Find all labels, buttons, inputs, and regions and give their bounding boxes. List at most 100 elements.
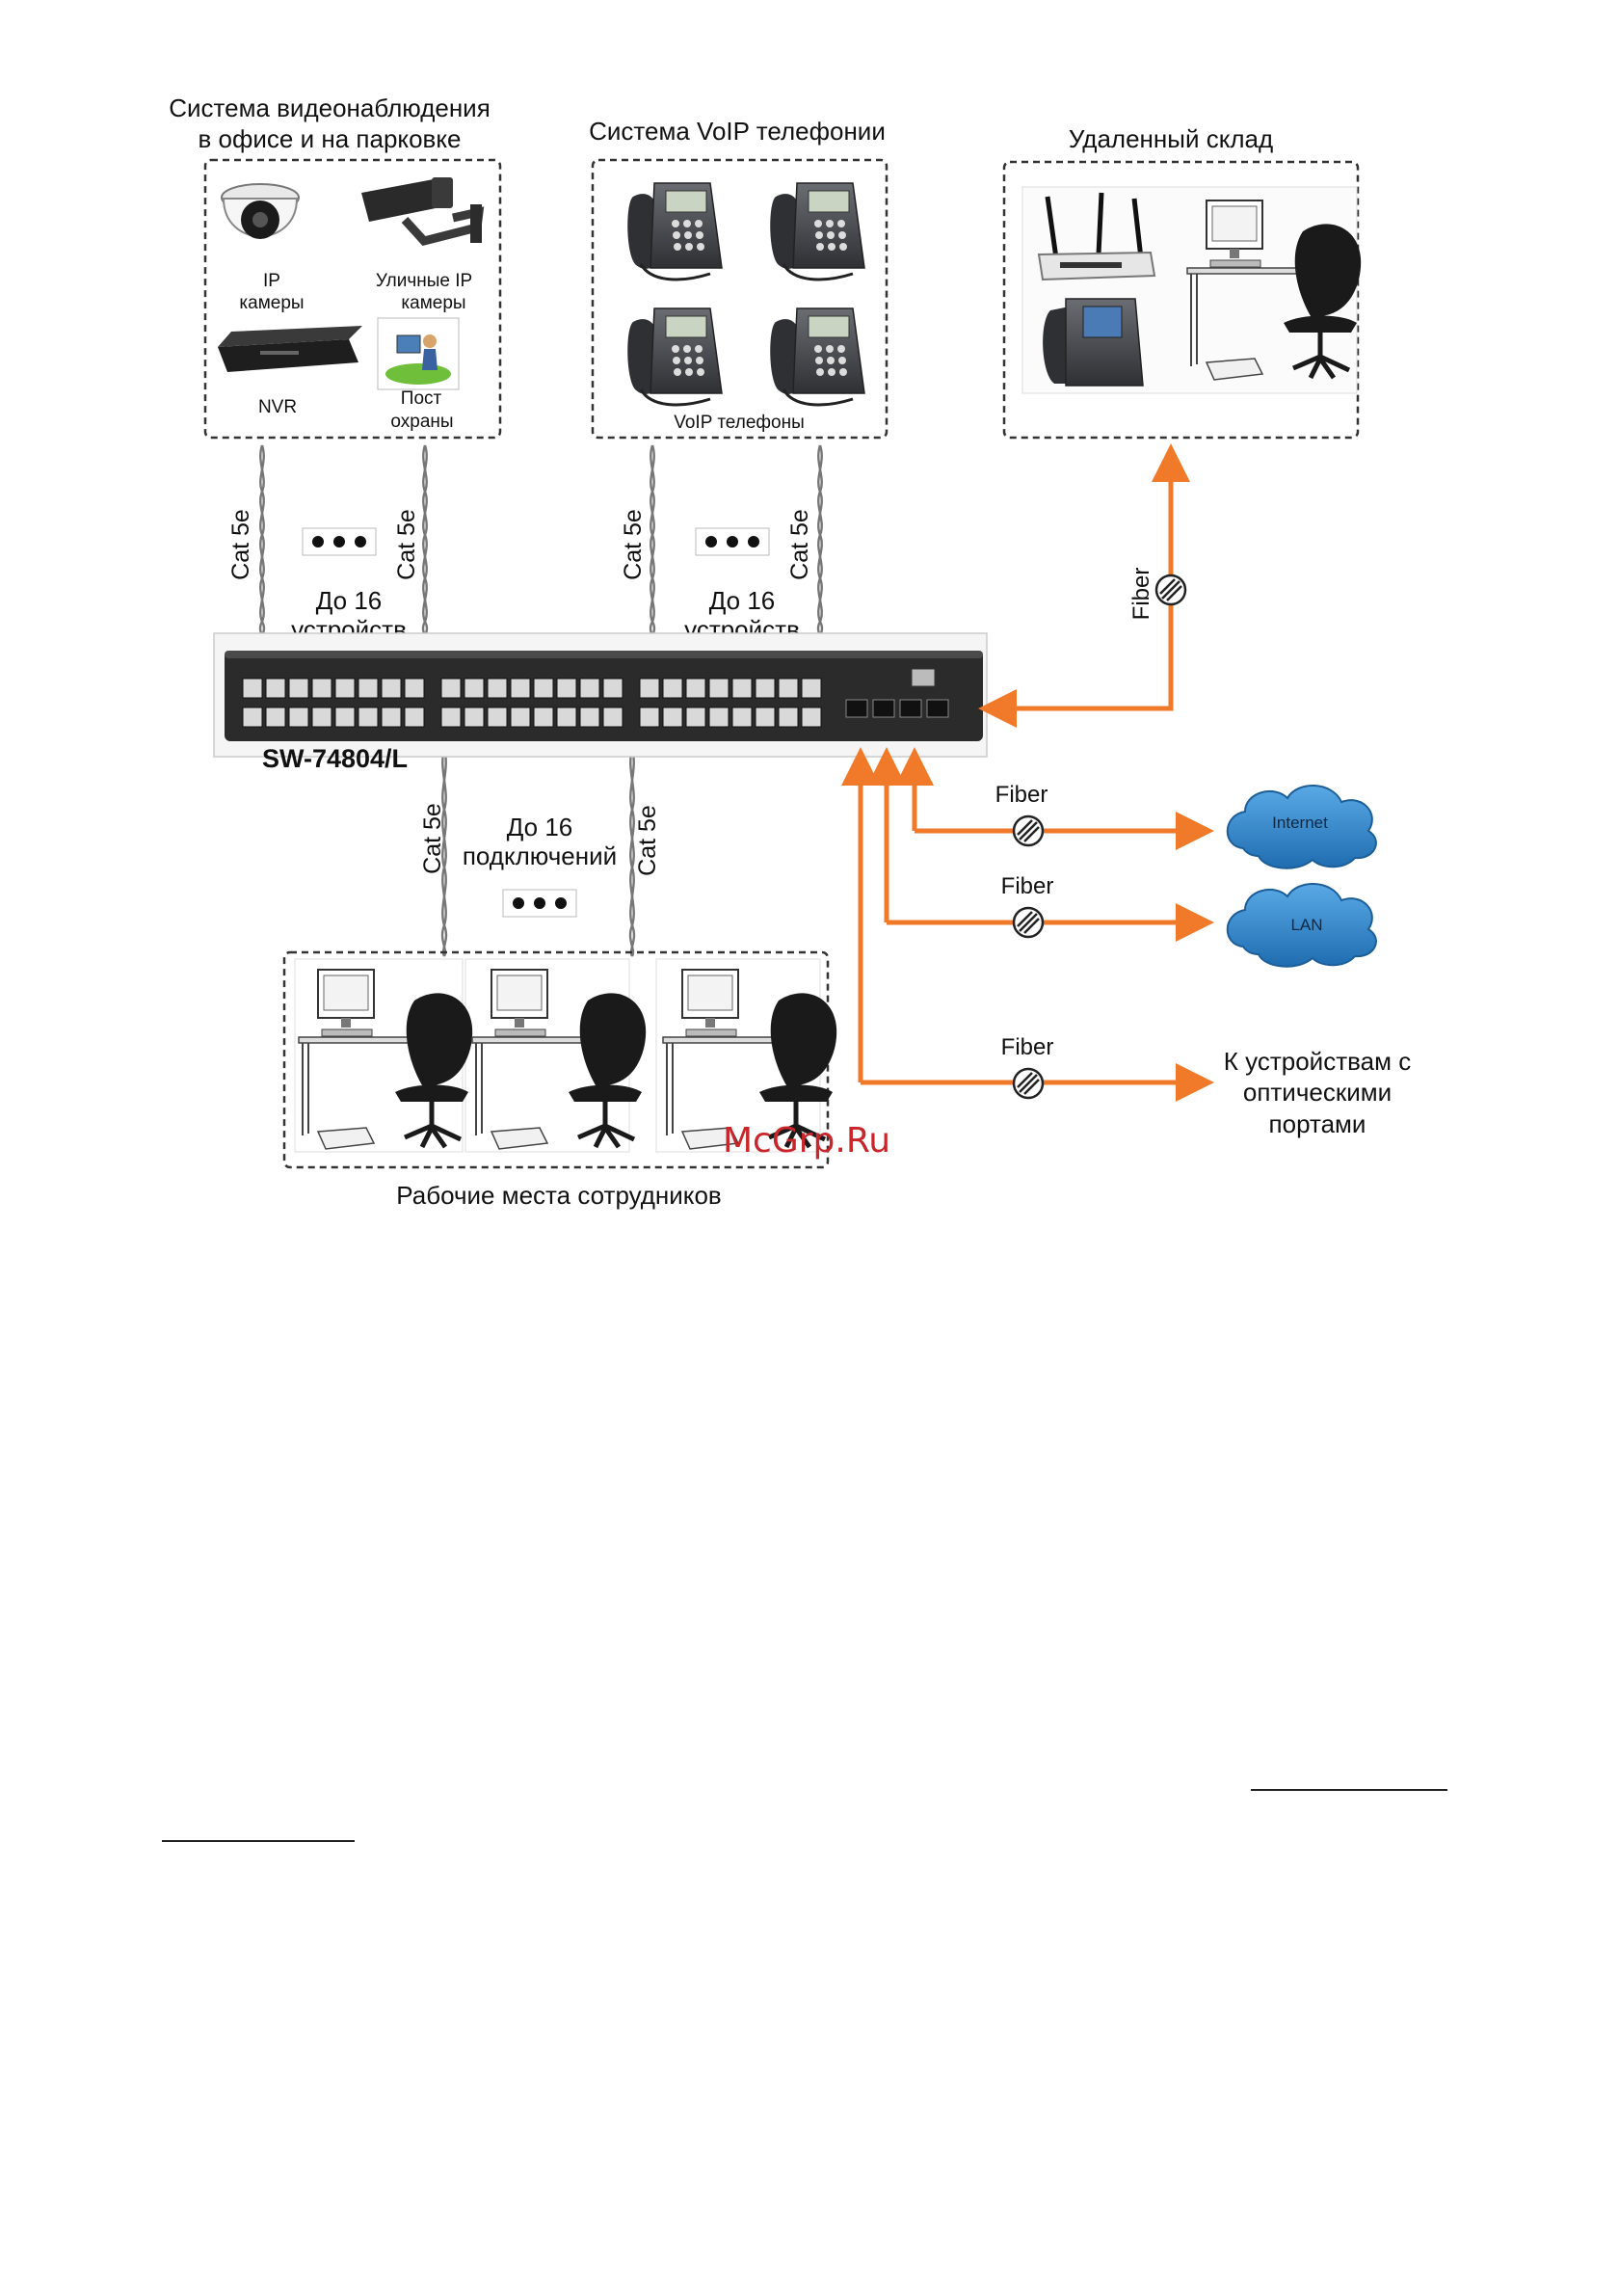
fiber-connector-icon [1012, 814, 1045, 847]
rj45-port [731, 678, 753, 699]
rj45-port [755, 678, 776, 699]
street-cameras-label-line2: камеры [401, 293, 465, 313]
watermark: McGrp.Ru [723, 1121, 890, 1161]
voip-phone-icon [768, 181, 866, 281]
warehouse-group: Удаленный склад [1002, 124, 1361, 440]
rj45-port [639, 707, 660, 728]
rj45-port [311, 707, 332, 728]
rj45-port [265, 678, 286, 699]
ip-phone-icon [1043, 298, 1144, 387]
lan-cloud-icon: LAN [1226, 883, 1377, 968]
guard-post-icon [377, 317, 460, 390]
optical-devices-line3: портами [1269, 1109, 1366, 1138]
video-group-frame [203, 158, 502, 440]
ellipsis-dots-icon [695, 527, 770, 556]
voip-group-title: Система VoIP телефонии [589, 117, 886, 146]
rj45-port [579, 707, 600, 728]
optical-devices-line1: К устройствам с [1224, 1047, 1411, 1076]
rj45-port [579, 678, 600, 699]
sfp-ports [845, 699, 949, 718]
rj45-port [533, 678, 554, 699]
rj45-port [778, 678, 799, 699]
rj45-port [381, 707, 402, 728]
up-to-16-label: До 16 [316, 586, 383, 615]
warehouse-group-title: Удаленный склад [1069, 124, 1273, 153]
rj45-port [288, 707, 309, 728]
cat5e-label: Cat 5e [393, 509, 420, 580]
rj45-port [358, 678, 379, 699]
internet-cloud-icon: Internet [1226, 785, 1377, 869]
rj45-port [778, 707, 799, 728]
underline-fragment [162, 1840, 355, 1842]
ip-cameras-label-line1: IP [263, 271, 280, 291]
rj45-port [602, 678, 623, 699]
up-to-16-label: До 16 [709, 586, 776, 615]
video-group-title-line1: Система видеонаблюдения [169, 93, 491, 122]
rj45-port [685, 707, 706, 728]
workstations-group: Рабочие места сотрудников [282, 950, 836, 1210]
wireless-router-icon [1037, 192, 1156, 281]
video-group-title-line2: в офисе и на парковке [199, 124, 462, 153]
rj45-port [288, 678, 309, 699]
cat5e-label: Cat 5e [419, 803, 446, 874]
up-to-16-label: До 16 [507, 813, 573, 841]
fiber-connector-icon [1012, 1067, 1045, 1100]
rj45-port [358, 707, 379, 728]
rj45-port [510, 678, 531, 699]
fiber-connector-icon [1012, 906, 1045, 939]
rj45-port [602, 707, 623, 728]
rj45-port [533, 707, 554, 728]
fiber-label-optical: Fiber [1001, 1034, 1054, 1060]
underline-fragment [1251, 1789, 1447, 1791]
fiber-label-internet: Fiber [995, 782, 1048, 808]
workstations-title: Рабочие места сотрудников [396, 1181, 722, 1210]
nvr-device-icon [218, 326, 362, 372]
rj45-port [556, 707, 577, 728]
optical-devices-line2: оптическими [1243, 1078, 1392, 1107]
video-surveillance-group: Система видеонаблюдения в офисе и на пар… [169, 93, 502, 440]
nvr-label: NVR [258, 397, 297, 417]
voip-phone-icon [625, 307, 724, 407]
voip-phone-icon [625, 181, 724, 281]
rj45-port [801, 678, 822, 699]
cat5e-label: Cat 5e [227, 509, 254, 580]
rj45-port [265, 707, 286, 728]
rj45-port [556, 678, 577, 699]
cable-labels: Cat 5e Cat 5e Cat 5e Cat 5e Cat 5e Cat 5… [227, 509, 813, 876]
rj45-port [404, 707, 425, 728]
rj45-port [708, 678, 729, 699]
rj45-port [381, 678, 402, 699]
lan-label: LAN [1290, 916, 1322, 934]
switch-model-label: SW-74804/L [262, 744, 408, 773]
rj45-port [685, 678, 706, 699]
guard-post-label-line1: Пост [401, 388, 442, 409]
fiber-label-warehouse: Fiber [1128, 568, 1154, 621]
rj45-port [464, 678, 485, 699]
rj45-port-grid [242, 678, 822, 728]
rj45-port [334, 678, 356, 699]
connections-label: подключений [463, 841, 617, 870]
rj45-port [464, 707, 485, 728]
internet-label: Internet [1272, 814, 1328, 832]
rj45-port [662, 707, 683, 728]
fiber-links: Fiber Fiber Fiber Fiber [841, 443, 1214, 1102]
voip-group: Система VoIP телефонии VoIP телефоны [589, 117, 889, 440]
street-cameras-label-line1: Уличные IP [376, 271, 472, 291]
voip-phones-label: VoIP телефоны [674, 413, 805, 433]
fiber-label-lan: Fiber [1001, 873, 1054, 899]
rj45-port [440, 678, 462, 699]
rj45-port [487, 707, 508, 728]
cat5e-label: Cat 5e [786, 509, 813, 580]
rj45-port [242, 678, 263, 699]
rj45-port [708, 707, 729, 728]
copper-cables [258, 444, 824, 957]
dome-camera-icon [221, 183, 300, 239]
rj45-port [639, 678, 660, 699]
rj45-port [334, 707, 356, 728]
rj45-port [662, 678, 683, 699]
rj45-port [731, 707, 753, 728]
fiber-connector-icon [1154, 574, 1187, 606]
guard-post-label-line2: охраны [390, 412, 453, 432]
cat5e-label: Cat 5e [620, 509, 647, 580]
